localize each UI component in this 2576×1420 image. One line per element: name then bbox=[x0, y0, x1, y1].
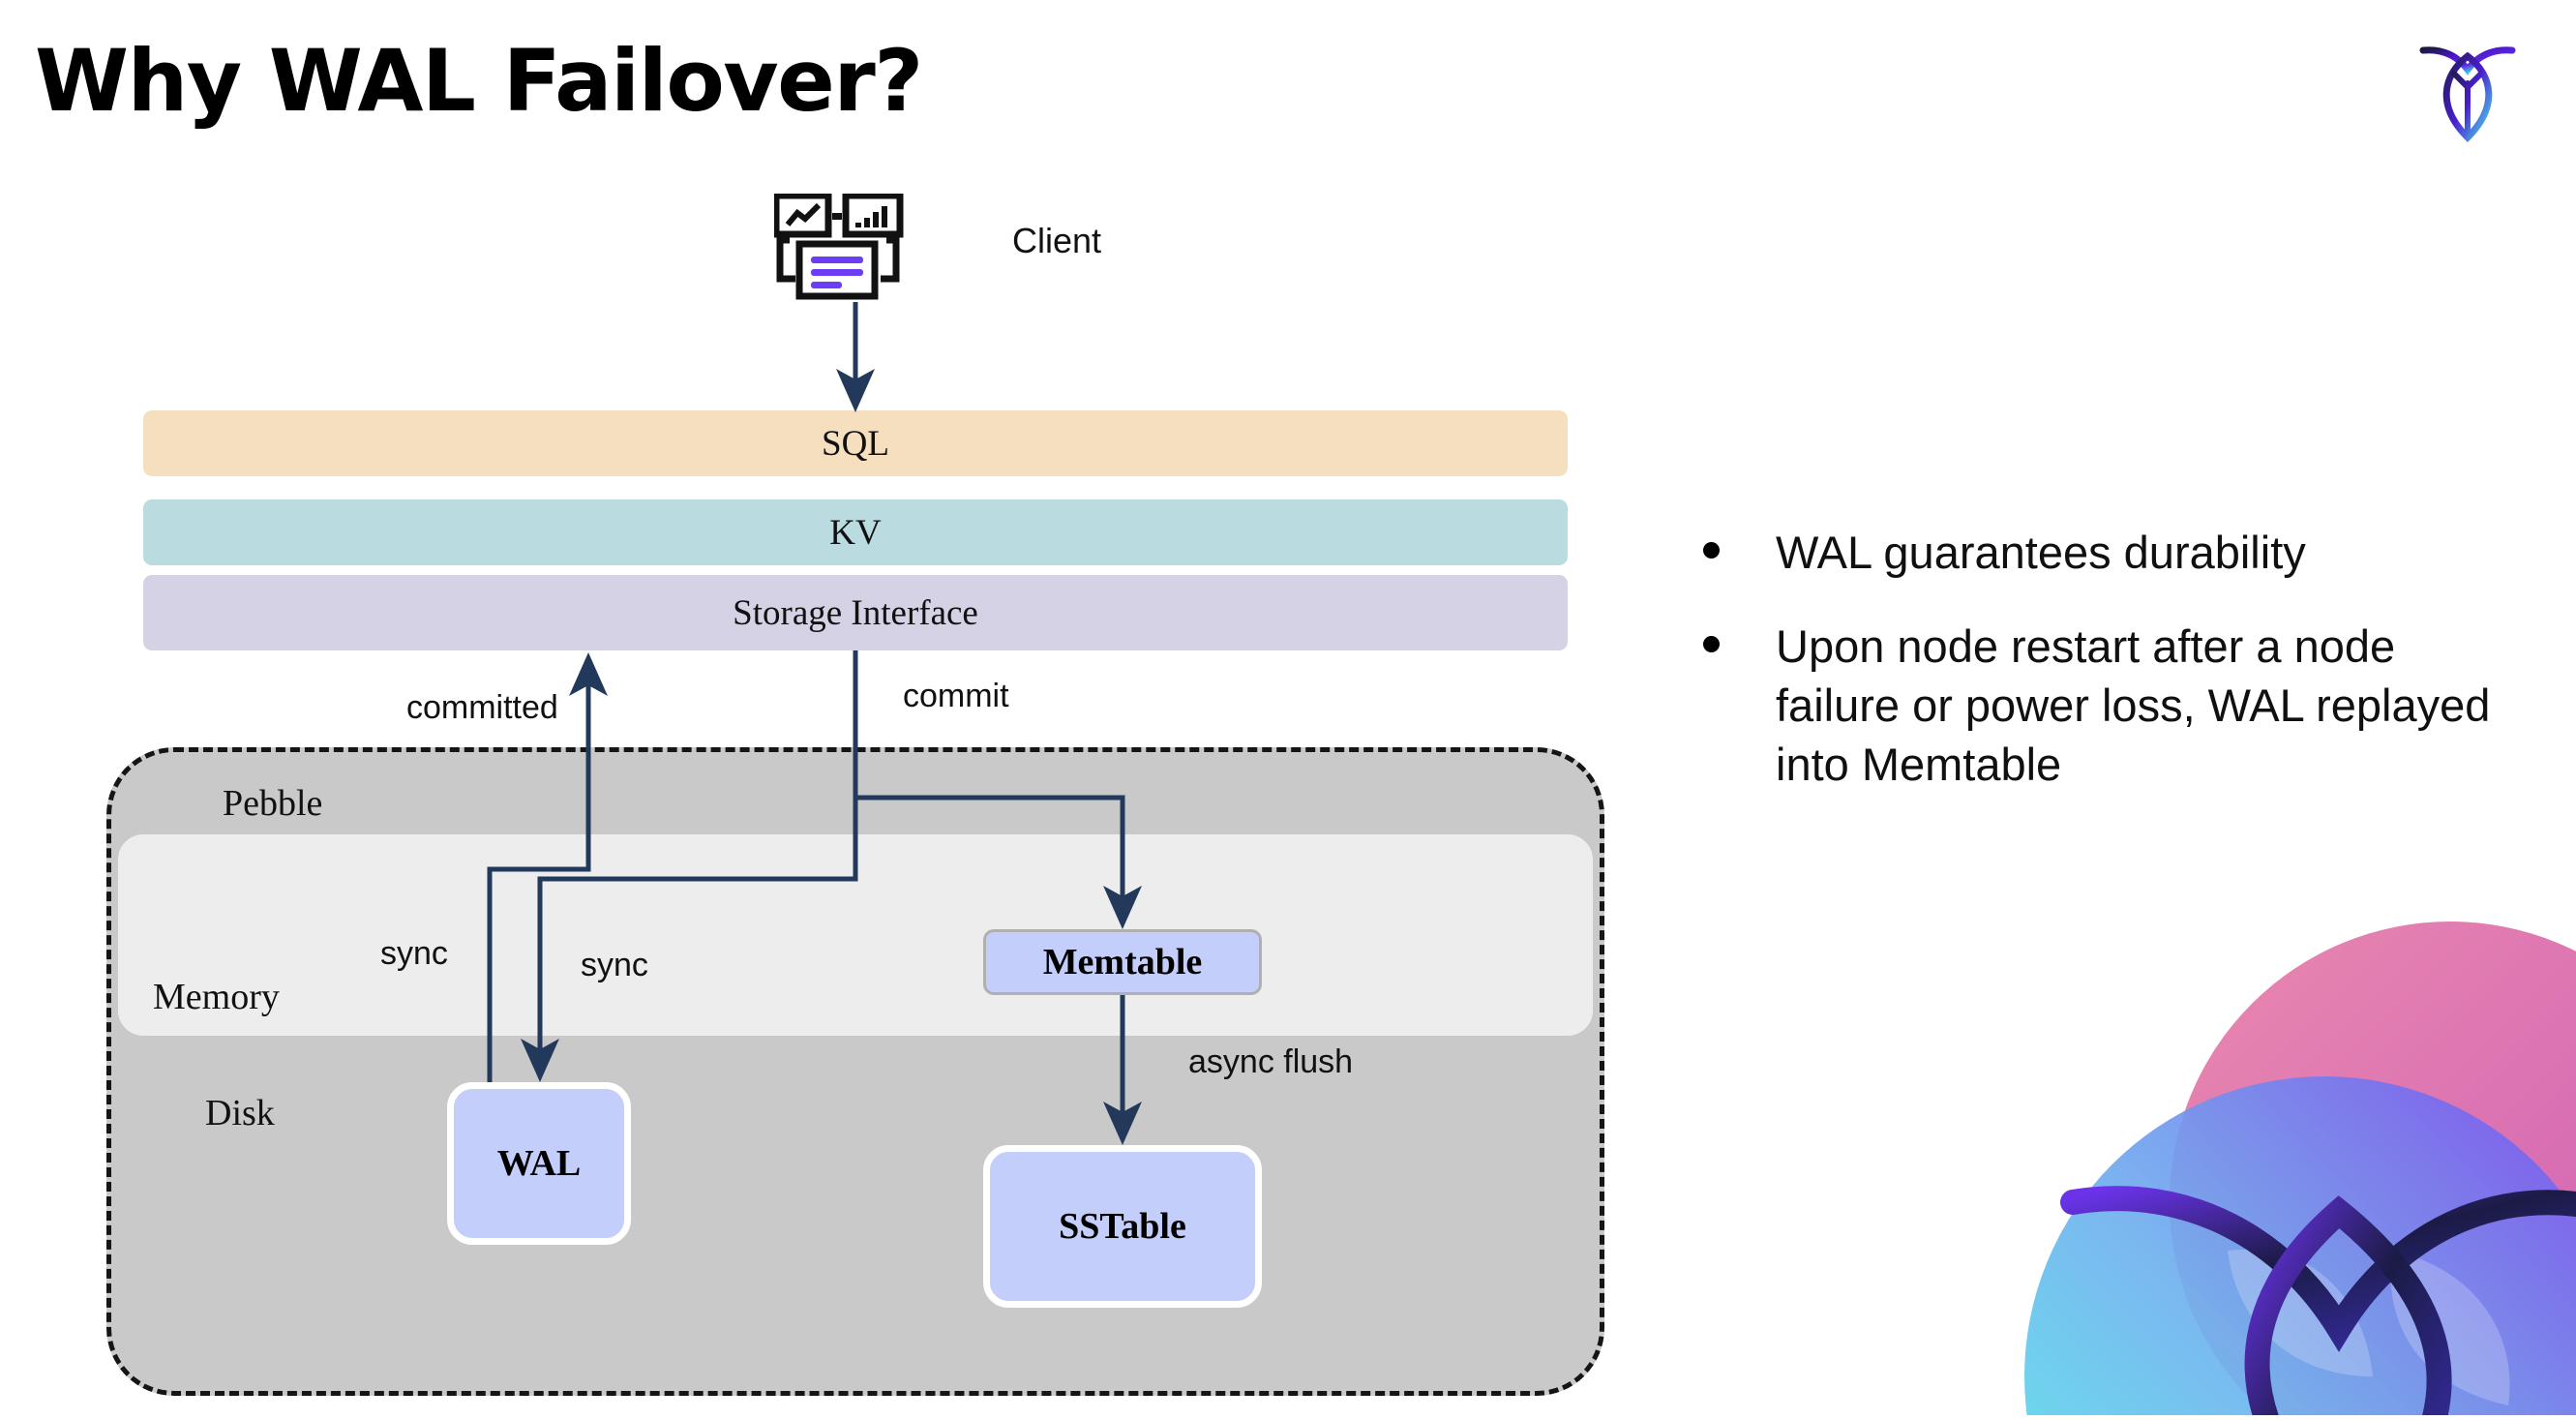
edge-label-async-flush: async flush bbox=[1188, 1043, 1354, 1080]
node-memtable-label: Memtable bbox=[1042, 942, 1203, 982]
node-sstable: SSTable bbox=[983, 1145, 1262, 1308]
edge-label-committed: committed bbox=[406, 689, 558, 726]
cockroachdb-logo bbox=[2413, 31, 2522, 143]
client-label: Client bbox=[1012, 221, 1102, 260]
page-title: Why WAL Failover? bbox=[35, 31, 923, 131]
bullet-dot-icon bbox=[1703, 542, 1720, 559]
decorative-logo-artwork bbox=[1937, 921, 2576, 1420]
node-wal: WAL bbox=[447, 1082, 631, 1245]
edge-label-sync-wal: sync bbox=[380, 935, 448, 972]
layer-bar-kv: KV bbox=[143, 499, 1568, 565]
bullet-text: Upon node restart after a node failure o… bbox=[1776, 620, 2491, 791]
layer-bar-storage-interface: Storage Interface bbox=[143, 575, 1568, 650]
layer-bar-storage-interface-label: Storage Interface bbox=[733, 592, 978, 633]
memory-region bbox=[118, 834, 1593, 1036]
architecture-diagram: Client SQL KV Storage Interface Pebble M… bbox=[106, 192, 1604, 1396]
disk-label: Disk bbox=[205, 1093, 275, 1133]
list-item: Upon node restart after a node failure o… bbox=[1703, 617, 2497, 794]
pebble-label: Pebble bbox=[223, 783, 323, 824]
node-sstable-label: SSTable bbox=[1059, 1206, 1186, 1247]
memory-label: Memory bbox=[153, 977, 280, 1017]
node-memtable: Memtable bbox=[983, 929, 1262, 995]
layer-bar-sql: SQL bbox=[143, 410, 1568, 476]
bullet-list: WAL guarantees durability Upon node rest… bbox=[1703, 523, 2497, 829]
layer-bar-sql-label: SQL bbox=[822, 423, 889, 464]
layer-bar-kv-label: KV bbox=[829, 512, 882, 553]
bullet-text: WAL guarantees durability bbox=[1776, 527, 2306, 578]
list-item: WAL guarantees durability bbox=[1703, 523, 2497, 582]
edge-label-sync-commit: sync bbox=[581, 947, 648, 983]
bullet-dot-icon bbox=[1703, 636, 1720, 653]
client-dashboard-icon bbox=[772, 192, 929, 300]
node-wal-label: WAL bbox=[496, 1143, 582, 1184]
edge-label-commit: commit bbox=[903, 678, 1009, 714]
